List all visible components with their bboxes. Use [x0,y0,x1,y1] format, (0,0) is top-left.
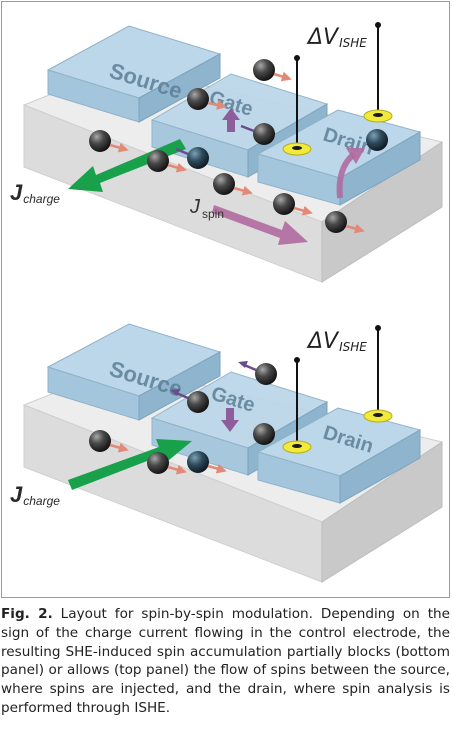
spin-particle [170,389,209,413]
spin-particle [187,88,227,110]
gate-spin-arrow [222,108,240,132]
bottom-panel: Source Gate Drain [2,302,451,597]
spin-particle [147,150,187,173]
spin-absorption-arrow [336,148,365,199]
figure-caption: Fig. 2. Layout for spin-by-spin modulati… [1,605,450,718]
source-electrode: Source [46,25,222,123]
spin-particle [240,123,275,145]
spin-particle [253,423,275,445]
spin-particle [238,361,277,385]
spin-particle [147,452,187,475]
spin-particle [175,147,209,169]
spin-particle [273,193,313,216]
charge-current-label: Jcharge [10,180,60,206]
charge-current-label-sub: charge [23,494,60,508]
voltage-label-sub: ISHE [339,340,367,354]
spin-particle [187,451,227,474]
figure-frame: Source Gate Drain [1,1,450,598]
gate-spin-arrow [221,408,239,432]
spin-particle [89,130,129,153]
voltage-label: ΔVISHE [308,25,367,50]
top-panel: Source Gate Drain [2,2,451,297]
voltage-probe-right [363,325,393,423]
voltage-probe-left [282,357,312,454]
voltage-probe-left [282,55,312,156]
voltage-label-main: ΔV [308,329,339,354]
voltage-label: ΔVISHE [308,329,367,354]
charge-current-label-sub: charge [23,192,60,206]
voltage-label-sub: ISHE [339,36,367,50]
charge-current-label: Jcharge [10,482,60,508]
voltage-label-main: ΔV [308,25,339,50]
charge-current-arrow [68,439,192,490]
spin-current-label-sub: spin [202,207,225,221]
drain-electrode: Drain [256,407,422,504]
figure-caption-text: Layout for spin-by-spin modulation. Depe… [1,606,451,716]
spin-particle [366,129,388,151]
drain-electrode: Drain [256,109,422,206]
voltage-probe-right [363,22,393,123]
spin-particles [89,361,277,475]
charge-current-label-main: J [10,482,23,507]
bottom-panel-diagram: Source Gate Drain [22,323,444,583]
charge-current-label-main: J [10,180,23,205]
top-panel-diagram: Source Gate Drain [22,22,444,283]
spin-particles [89,59,388,234]
spin-current-arrow [212,205,308,245]
spin-current-label-main: J [190,196,200,218]
spin-particle [253,59,292,82]
source-electrode: Source [46,323,222,421]
spin-particle [213,173,253,196]
figure-caption-label: Fig. 2. [1,606,53,622]
spin-particle [325,211,365,234]
spin-particle [89,430,129,453]
